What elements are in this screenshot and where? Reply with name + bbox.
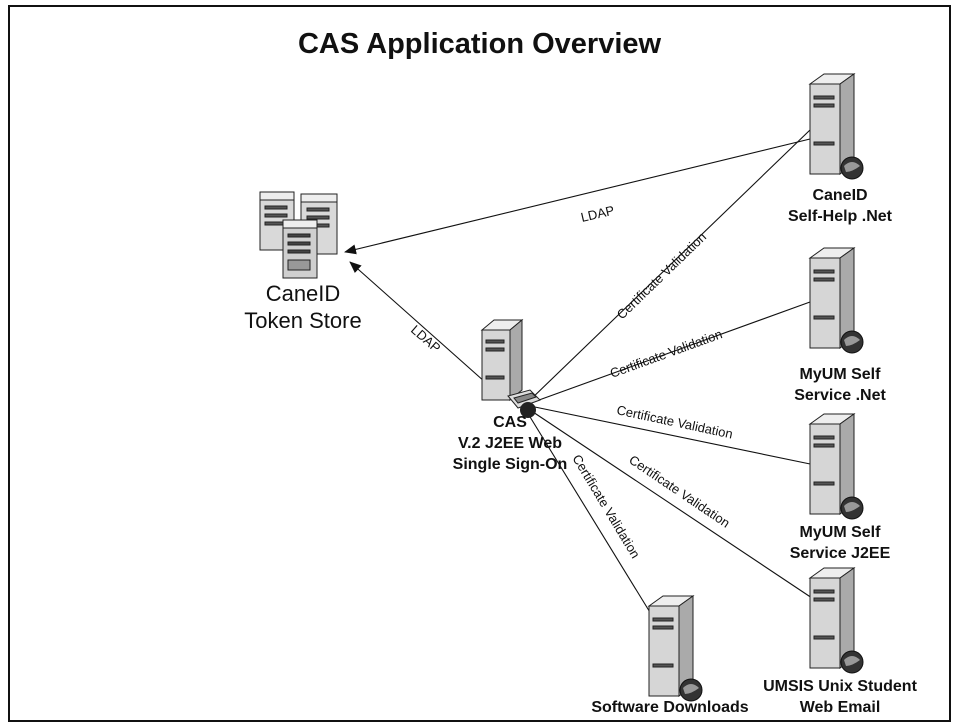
ldap-line-cas (349, 261, 486, 383)
ldap-line-top (344, 138, 811, 255)
cert-label-umsis: Certificate Validation (626, 452, 732, 531)
cert-line-caneid (527, 129, 811, 403)
server-caneid-line2: Self-Help .Net (787, 208, 892, 225)
myum-net-server-icon (808, 247, 864, 354)
cas-line3: Single Sign-On (452, 456, 568, 473)
server-downloads-line1: Software Downloads (591, 699, 749, 716)
cert-line-downloads (526, 411, 668, 641)
server-myum-j2ee-line2: Service J2EE (789, 545, 891, 562)
ldap-label-cas: LDAP (408, 322, 443, 356)
server-myum-net-line1: MyUM Self (799, 366, 881, 383)
diagram-title: CAS Application Overview (297, 28, 662, 60)
cert-label-myum-net: Certificate Validation (608, 326, 724, 381)
ldap-label-top: LDAP (579, 203, 615, 225)
cas-line2: V.2 J2EE Web (457, 435, 563, 452)
token-store-line2: Token Store (244, 308, 362, 333)
caneid-server-icon (808, 73, 864, 180)
server-label-myum-net: MyUM Self Service .Net (770, 364, 910, 406)
server-umsis-line2: Web Email (799, 699, 881, 716)
downloads-server-icon (647, 595, 703, 702)
token-store-label: CaneID Token Store (238, 280, 368, 334)
server-myum-net-line2: Service .Net (794, 387, 886, 404)
myum-j2ee-server-icon (808, 413, 864, 520)
umsis-server-icon (808, 567, 864, 674)
server-myum-j2ee-line1: MyUM Self (799, 524, 881, 541)
server-label-myum-j2ee: MyUM Self Service J2EE (770, 522, 910, 564)
diagram-frame (8, 5, 951, 722)
cert-line-umsis (529, 409, 819, 603)
cas-line1: CAS (493, 414, 527, 431)
cert-label-caneid: Certificate Validation (614, 229, 709, 322)
token-store-line1: CaneID (265, 281, 341, 306)
server-umsis-line1: UMSIS Unix Student (763, 678, 917, 695)
cas-label: CAS V.2 J2EE Web Single Sign-On (440, 412, 580, 475)
server-label-downloads: Software Downloads (580, 697, 760, 718)
server-label-caneid: CaneID Self-Help .Net (770, 185, 910, 227)
cert-line-myum-net (527, 301, 811, 405)
server-label-umsis: UMSIS Unix Student Web Email (750, 676, 930, 718)
server-caneid-line1: CaneID (812, 187, 868, 204)
cert-line-myum-j2ee (529, 405, 816, 466)
token-store-icon (259, 191, 338, 279)
cas-server-icon (480, 318, 541, 418)
